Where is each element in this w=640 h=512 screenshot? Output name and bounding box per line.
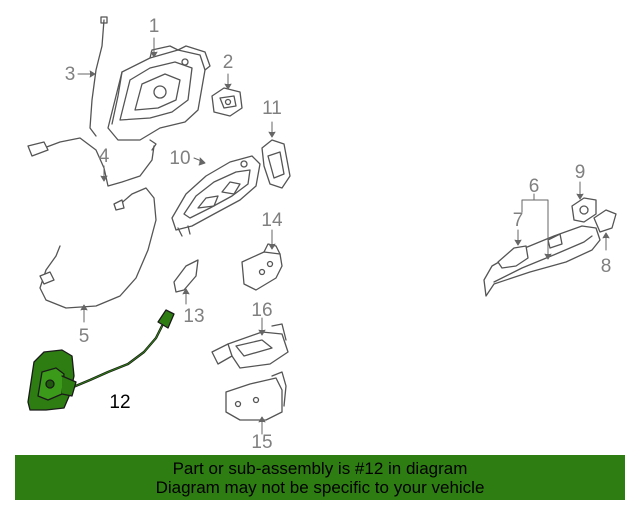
callout-5: 5 <box>79 326 90 347</box>
part-12-highlighted-actuator <box>27 309 175 411</box>
part-11-bracket <box>261 139 291 189</box>
callout-10: 10 <box>169 148 190 169</box>
callout-1: 1 <box>149 16 160 37</box>
callout-14: 14 <box>261 210 283 231</box>
callout-16: 16 <box>251 300 272 321</box>
banner-line-2: Diagram may not be specific to your vehi… <box>155 478 485 497</box>
part-10-handle-frame <box>171 155 261 237</box>
callout-4: 4 <box>99 146 110 167</box>
callout-3: 3 <box>65 64 76 85</box>
callout-9: 9 <box>575 162 586 183</box>
info-banner: Part or sub-assembly is #12 in diagram D… <box>15 455 625 500</box>
part-8-bezel <box>593 209 617 233</box>
part-14-hinge <box>241 243 283 291</box>
part-16-check-strap <box>211 323 289 369</box>
callout-12: 12 <box>109 392 130 413</box>
part-4-cable <box>27 137 157 187</box>
part-1-latch-assembly <box>107 45 211 141</box>
callout-13: 13 <box>183 306 204 327</box>
callout-11: 11 <box>262 98 282 119</box>
part-7-cap <box>497 245 529 269</box>
part-2-bracket <box>211 87 243 117</box>
callout-2: 2 <box>223 52 234 73</box>
callout-6: 6 <box>529 176 540 197</box>
part-3-rod <box>89 16 108 137</box>
callout-8: 8 <box>601 256 612 277</box>
part-9-lock-cylinder <box>571 197 597 223</box>
part-5-cable <box>39 187 157 309</box>
banner-line-1: Part or sub-assembly is #12 in diagram <box>172 459 468 478</box>
part-13-clip <box>173 259 199 293</box>
callout-15: 15 <box>251 432 272 453</box>
part-6-outer-handle <box>483 225 601 297</box>
leader-lines <box>77 37 610 435</box>
callout-7: 7 <box>513 210 524 231</box>
part-15-hinge <box>225 371 287 421</box>
